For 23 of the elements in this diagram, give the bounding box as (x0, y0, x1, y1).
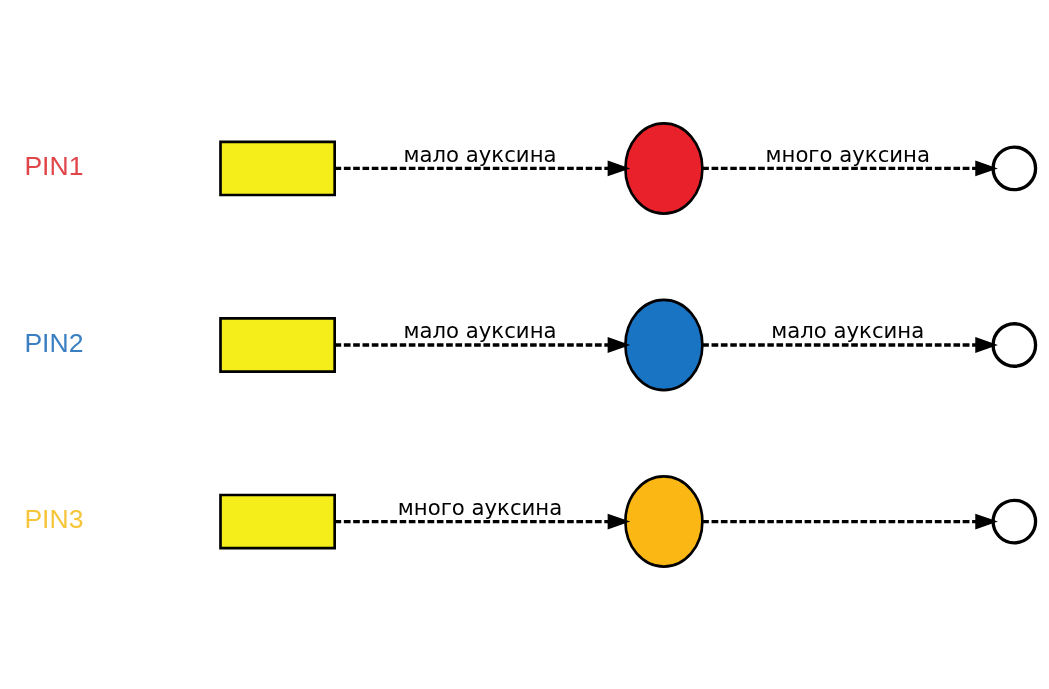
node-circle (991, 321, 1038, 368)
label: PIN3 (24, 503, 84, 534)
node-circle (991, 498, 1038, 544)
node-ellipse (624, 474, 704, 568)
arrow (702, 336, 998, 353)
edge-label: мало ауксина (403, 317, 557, 343)
arrow (334, 513, 631, 529)
arrow (702, 160, 998, 176)
edge-label: мало ауксина (403, 141, 557, 167)
edge-label: мало ауксина (771, 317, 925, 343)
label: PIN2 (24, 327, 84, 358)
node-box (219, 140, 336, 196)
arrow (334, 336, 631, 353)
edge-label: много ауксина (765, 141, 930, 167)
node-ellipse (624, 298, 704, 391)
edge-label: много ауксина (397, 494, 563, 520)
node-circle (991, 145, 1038, 191)
arrow (334, 160, 631, 176)
arrow (702, 513, 998, 529)
node-box (219, 493, 336, 549)
node-box (219, 316, 336, 373)
label: PIN1 (24, 150, 84, 181)
node-ellipse (624, 121, 704, 215)
